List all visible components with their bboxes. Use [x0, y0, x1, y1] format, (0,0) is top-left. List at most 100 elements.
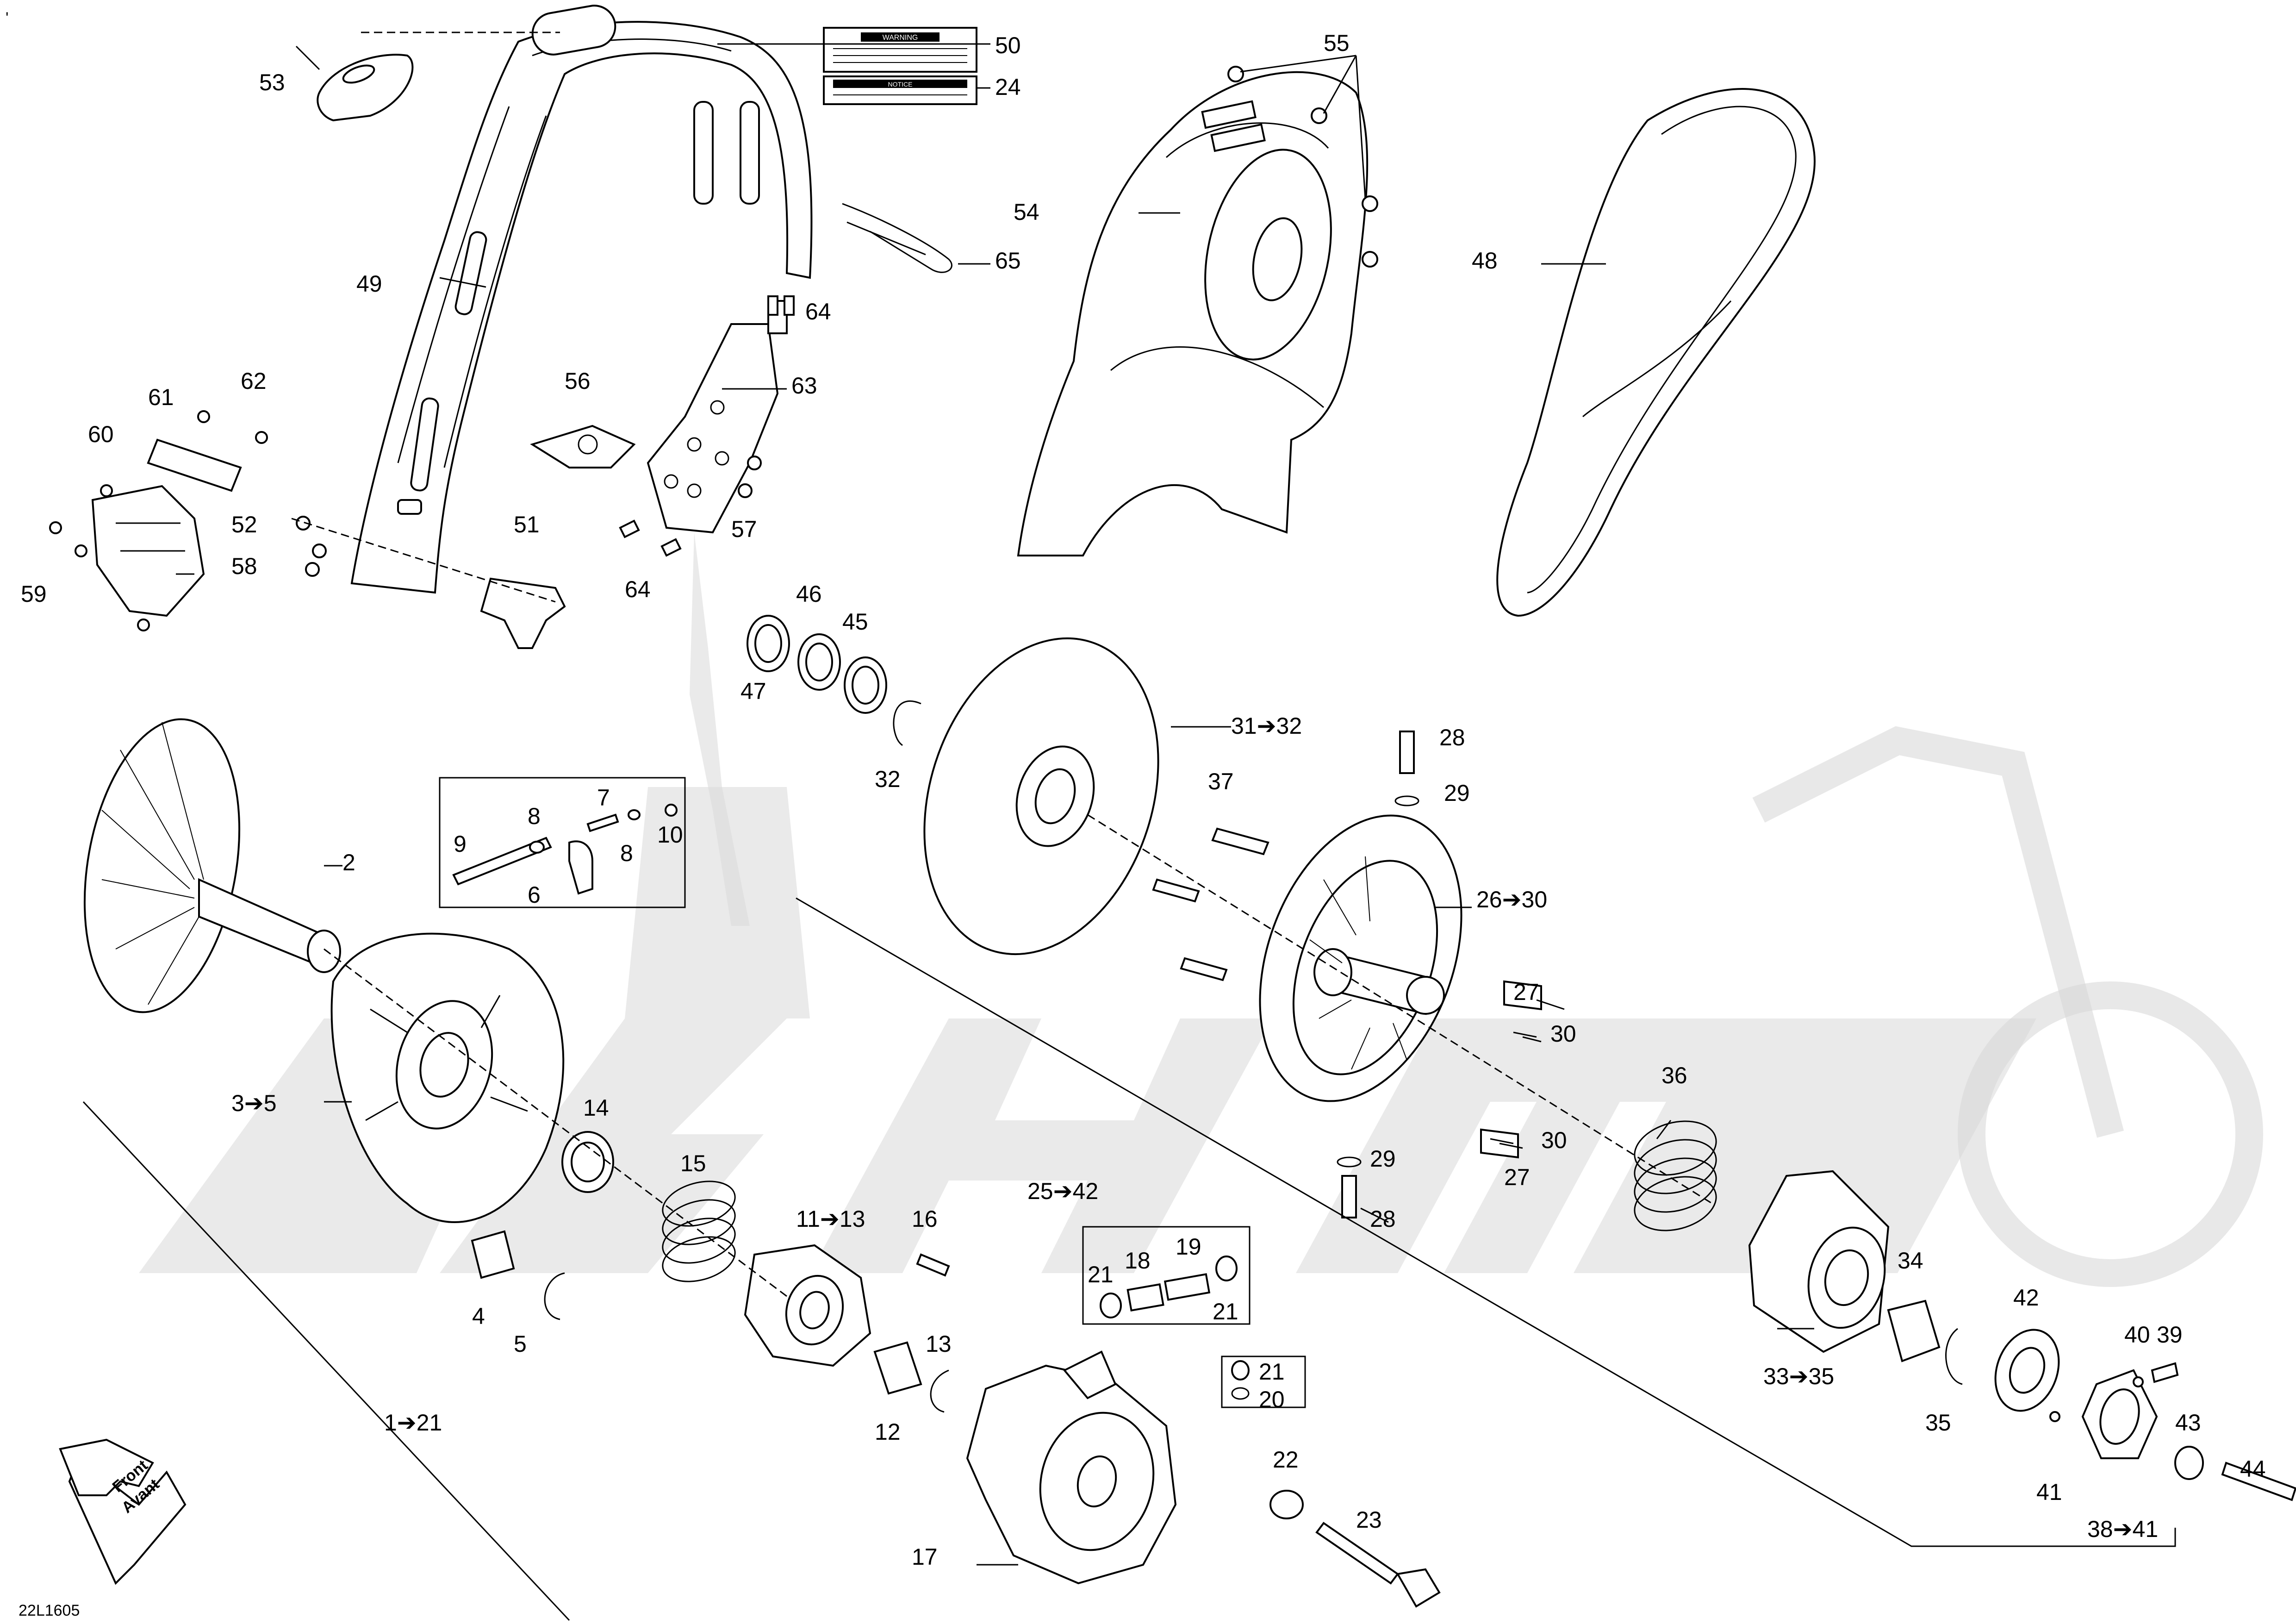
callout-24: 24	[995, 74, 1021, 100]
front-arrow: Front Avant	[59, 1438, 187, 1585]
callout-40: 40	[2124, 1322, 2150, 1348]
callout-33: 33➔35	[1763, 1363, 1834, 1389]
callout-27-bottom: 27	[1504, 1164, 1530, 1190]
callout-19: 19	[1176, 1234, 1201, 1260]
warning-labels: WARNING NOTICE	[823, 27, 977, 105]
drive-spring	[662, 1181, 736, 1282]
callout-6: 6	[528, 882, 541, 908]
callout-58: 58	[231, 553, 257, 579]
callout-41: 41	[2036, 1479, 2062, 1505]
callout-39: 39	[2157, 1322, 2183, 1348]
callout-1: 1➔21	[384, 1410, 442, 1436]
callout-21-right: 21	[1213, 1299, 1238, 1324]
nuts-52	[296, 516, 327, 577]
callout-2: 2	[342, 849, 355, 875]
callout-45: 45	[842, 609, 868, 635]
drive-fixed-sheave	[83, 718, 341, 1013]
callout-62: 62	[241, 368, 267, 394]
callout-51: 51	[514, 512, 540, 537]
callout-46: 46	[796, 581, 822, 607]
callout-63: 63	[791, 373, 817, 399]
screws-64	[619, 295, 795, 557]
belt-guard	[1017, 71, 1369, 556]
callout-8-left: 8	[528, 803, 541, 829]
vent-cover	[91, 485, 205, 617]
plate	[480, 577, 566, 649]
callout-44: 44	[2240, 1456, 2266, 1482]
callout-48: 48	[1472, 248, 1498, 274]
shims	[747, 615, 921, 746]
belt-guard-support	[350, 5, 813, 594]
callout-9: 9	[454, 831, 467, 857]
callout-31: 31➔32	[1231, 713, 1302, 739]
callout-47: 47	[740, 678, 766, 704]
callout-15: 15	[680, 1150, 706, 1176]
callout-30-bottom: 30	[1541, 1127, 1567, 1153]
callout-59: 59	[21, 581, 47, 607]
leader-lines	[176, 43, 1814, 1566]
callout-22: 22	[1273, 1447, 1299, 1473]
callout-14: 14	[583, 1095, 609, 1121]
callout-30-top: 30	[1550, 1021, 1576, 1047]
callout-8-right: 8	[620, 840, 633, 866]
callout-3: 3➔5	[231, 1090, 277, 1116]
roller-kit-box	[1082, 1226, 1251, 1325]
callout-29-top: 29	[1444, 780, 1470, 806]
spider	[966, 1350, 1177, 1585]
callout-5: 5	[514, 1331, 527, 1357]
callout-20: 20	[1259, 1387, 1285, 1412]
rivets	[49, 410, 268, 631]
callout-10: 10	[657, 822, 683, 848]
callout-12: 12	[875, 1419, 901, 1445]
callout-7: 7	[597, 785, 610, 811]
callout-55: 55	[1324, 30, 1350, 56]
callout-16: 16	[912, 1206, 938, 1232]
notice-label-text: NOTICE	[888, 81, 913, 88]
driven-moveable-sheave	[1259, 814, 1462, 1102]
callout-labels: 53 50 24 55 54 65 48 49 64 63 56 61 62 6…	[21, 30, 2266, 1570]
handle-pad	[317, 54, 414, 122]
callout-18: 18	[1125, 1248, 1151, 1274]
drawing-code: 22L1605	[19, 1602, 80, 1619]
callout-27-top: 27	[1513, 979, 1539, 1005]
callout-64-top: 64	[805, 299, 831, 325]
push-rivets-55	[1227, 66, 1378, 268]
assembly-brackets	[82, 31, 2176, 1621]
callout-29-bottom: 29	[1370, 1146, 1396, 1172]
callout-35: 35	[1925, 1410, 1951, 1436]
label-plate	[147, 438, 242, 492]
hair-pin	[842, 203, 952, 273]
callout-57: 57	[731, 516, 757, 542]
callout-34: 34	[1898, 1248, 1923, 1274]
callout-50: 50	[995, 32, 1021, 58]
governor-cup	[744, 1244, 871, 1367]
callout-23: 23	[1356, 1507, 1382, 1533]
cam-bushing	[1887, 1299, 2060, 1412]
drive-bolt	[1269, 1490, 1441, 1608]
lever-kit-box	[439, 777, 686, 908]
callout-11: 11➔13	[796, 1206, 865, 1232]
screws-37	[1152, 827, 1269, 981]
callout-52: 52	[231, 512, 257, 537]
nuts-57	[738, 456, 762, 498]
callout-4: 4	[472, 1303, 485, 1329]
callout-21-left: 21	[1088, 1262, 1114, 1287]
callout-28-bottom: 28	[1370, 1206, 1396, 1232]
callout-21-box: 21	[1259, 1359, 1285, 1385]
roller-kit-box-2	[1221, 1355, 1306, 1408]
driven-cap	[2049, 1362, 2296, 1501]
callout-17: 17	[912, 1544, 938, 1570]
callout-53: 53	[259, 69, 285, 95]
callout-60: 60	[88, 421, 114, 447]
drive-belt	[1496, 88, 1816, 617]
driven-cam	[1748, 1170, 1890, 1353]
slider-bushing	[873, 1341, 949, 1413]
callout-65: 65	[995, 248, 1021, 274]
callout-38: 38➔41	[2087, 1516, 2158, 1542]
callout-25: 25➔42	[1027, 1178, 1098, 1204]
drive-moveable-sheave	[330, 932, 565, 1223]
driven-fixed-sheave	[923, 637, 1159, 956]
bracket	[647, 300, 788, 534]
callout-61: 61	[148, 384, 174, 410]
